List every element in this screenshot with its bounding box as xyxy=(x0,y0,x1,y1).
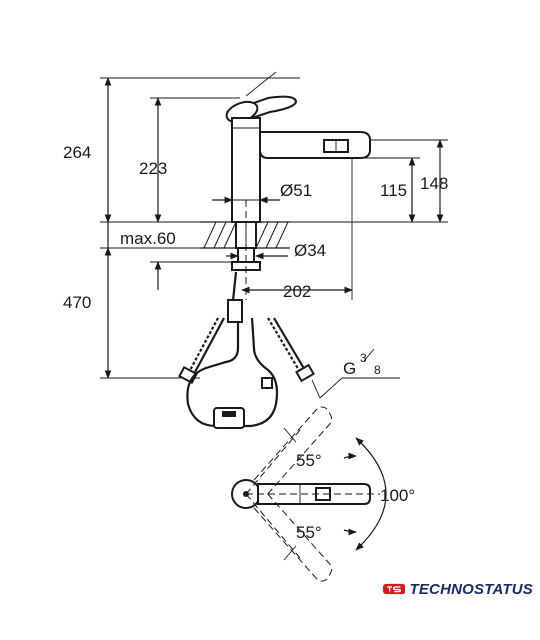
dim-swivel-total: 100° xyxy=(380,486,415,505)
dim-outlet-height: 115 xyxy=(380,181,407,200)
dim-hole-diameter: Ø34 xyxy=(294,241,326,260)
svg-text:8: 8 xyxy=(374,363,381,377)
dim-swivel-upper: 55° xyxy=(296,451,322,470)
dim-thread-label: G 3 8 xyxy=(343,351,381,378)
dimension-lines-right xyxy=(241,139,448,300)
dim-max-deck-thickness: max.60 xyxy=(120,229,176,248)
svg-text:G: G xyxy=(343,359,356,378)
brand-name: TECHNOSTATUS xyxy=(409,580,533,598)
dim-body-diameter: Ø51 xyxy=(280,181,312,200)
brand-logo: TECHNOSTATUS xyxy=(383,574,533,604)
deck-section xyxy=(200,200,290,300)
faucet-body xyxy=(212,71,371,223)
technostatus-logo-icon xyxy=(383,583,406,595)
dim-hose-length: 470 xyxy=(63,293,91,312)
dim-swivel-lower: 55° xyxy=(296,523,322,542)
dimension-labels: 264 223 Ø51 115 148 max.60 Ø34 202 470 G… xyxy=(63,143,448,542)
swivel-plan-view xyxy=(231,406,387,582)
hoses xyxy=(178,271,400,429)
dim-spout-height: 223 xyxy=(139,159,167,178)
dim-outlet-height-total: 148 xyxy=(420,174,448,193)
dim-spout-reach: 202 xyxy=(283,282,311,301)
dimension-lines-left xyxy=(100,77,300,379)
svg-text:3: 3 xyxy=(360,351,367,365)
dim-total-height: 264 xyxy=(63,143,91,162)
